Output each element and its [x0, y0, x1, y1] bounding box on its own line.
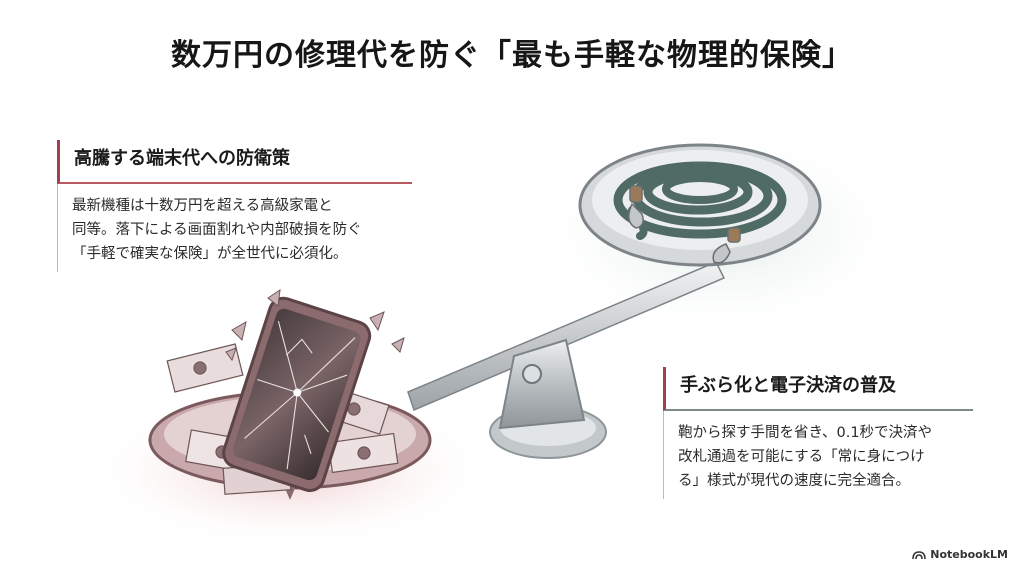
seesaw-beam: [407, 261, 726, 412]
right-info-panel: 手ぶら化と電子決済の普及 鞄から探す手間を省き、0.1秒で決済や 改札通過を可能…: [663, 367, 973, 499]
left-panel-heading: 高騰する端末代への防衛策: [57, 140, 412, 184]
right-panel-line: る」様式が現代の速度に完全適合。: [678, 473, 910, 489]
cracked-smartphone: [222, 296, 372, 493]
right-panel-line: 改札通過を可能にする「常に身につけ: [678, 449, 925, 465]
notebooklm-logo-icon: [912, 550, 927, 559]
right-panel-line: 鞄から探す手間を省き、0.1秒で決済や: [678, 425, 933, 441]
page-title: 数万円の修理代を防ぐ「最も手軽な物理的保険」: [171, 38, 853, 73]
left-panel-line: 同等。落下による画面割れや内部破損を防ぐ: [72, 222, 362, 238]
left-panel-body: 最新機種は十数万円を超える高級家電と 同等。落下による画面割れや内部破損を防ぐ …: [57, 184, 412, 272]
left-info-panel: 高騰する端末代への防衛策 最新機種は十数万円を超える高級家電と 同等。落下による…: [57, 140, 412, 272]
left-panel-line: 最新機種は十数万円を超える高級家電と: [72, 198, 333, 214]
glass-shards: [225, 288, 405, 362]
right-panel-heading: 手ぶら化と電子決済の普及: [663, 367, 973, 411]
strap-clasp: [628, 185, 741, 264]
right-panel-body: 鞄から探す手間を省き、0.1秒で決済や 改札通過を可能にする「常に身につけ る」…: [663, 411, 973, 499]
brand-name: NotebookLM: [930, 548, 1008, 561]
brand-watermark: NotebookLM: [912, 548, 1008, 561]
seesaw-fulcrum: [498, 338, 586, 430]
left-panel-line: 「手軽で確実な保険」が全世代に必須化。: [72, 246, 348, 262]
fulcrum-pivot: [522, 364, 542, 384]
